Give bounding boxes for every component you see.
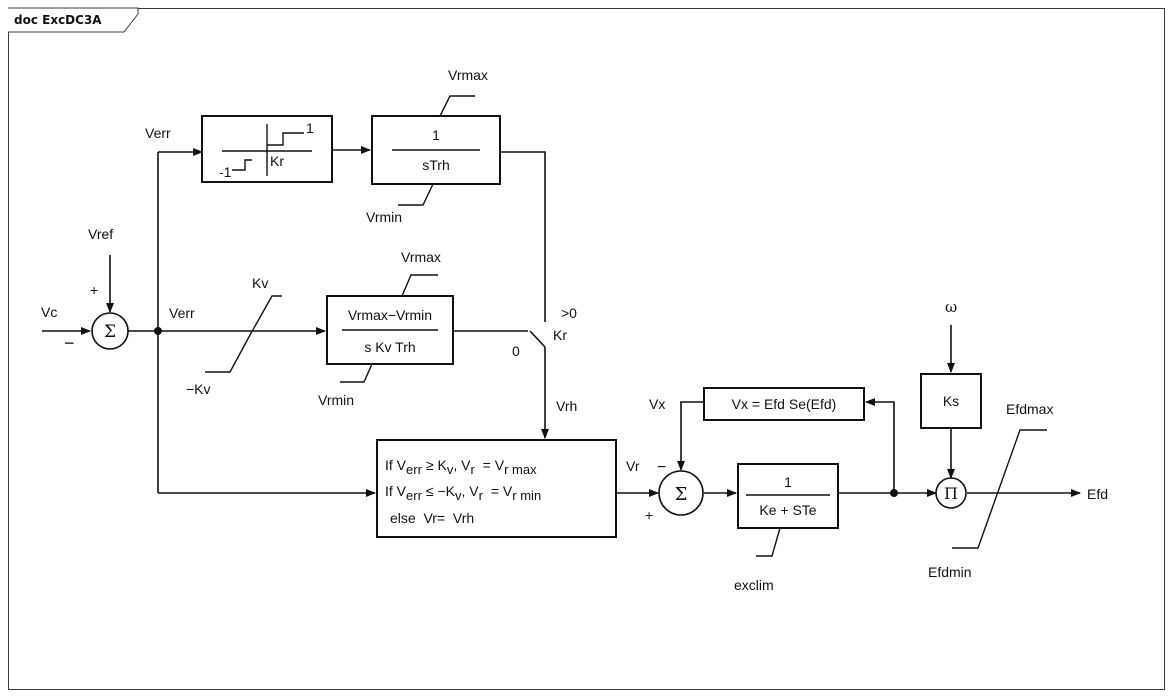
vr-minus: − bbox=[657, 459, 666, 476]
logic-block bbox=[376, 439, 617, 538]
integrator-numerator: 1 bbox=[432, 127, 440, 143]
switch-kr-label: Kr bbox=[553, 327, 567, 343]
deadband-curve-neg bbox=[232, 159, 252, 171]
exciter-numerator: 1 bbox=[784, 474, 792, 490]
integrator-lower-limit bbox=[398, 183, 434, 206]
omega-label: ω bbox=[945, 298, 957, 316]
vrh-label: Vrh bbox=[556, 398, 577, 414]
diagram-frame bbox=[8, 8, 1165, 690]
ks-block bbox=[920, 373, 982, 429]
deadband-neg-one: -1 bbox=[219, 164, 232, 180]
kv-label: Kv bbox=[252, 275, 268, 291]
verr-top-label: Verr bbox=[145, 125, 171, 141]
logic-line-2: If Verr≤ −Kv, Vr = Vr min bbox=[385, 483, 541, 503]
ks-label: Ks bbox=[943, 393, 959, 409]
wire-vx-down bbox=[677, 401, 704, 471]
summer-1 bbox=[91, 312, 129, 350]
verr-mid-label: Verr bbox=[169, 305, 195, 321]
logic-line-1: If Verr≥ Kv, Vr = Vr max bbox=[385, 457, 537, 477]
vr-plus: + bbox=[645, 507, 653, 523]
gain-denominator: s Kv Trh bbox=[364, 339, 415, 355]
deadband-one: 1 bbox=[306, 120, 314, 136]
deadband-curve-pos bbox=[267, 132, 304, 146]
switch-zero-label: 0 bbox=[512, 343, 520, 359]
efd-output-label: Efd bbox=[1087, 486, 1108, 502]
saturation-block-label: Vx = Efd Se(Efd) bbox=[732, 396, 837, 412]
gain-vrmin-label: Vrmin bbox=[318, 392, 354, 408]
integrator-upper-limit bbox=[439, 95, 475, 117]
junction-verr bbox=[154, 327, 162, 335]
gain-numerator: Vrmax−Vrmin bbox=[348, 307, 432, 323]
efd-limiter bbox=[952, 429, 1047, 549]
multiplier-pi bbox=[935, 477, 967, 509]
integrator-vrmax-label: Vrmax bbox=[448, 67, 488, 83]
saturation-block bbox=[703, 387, 865, 421]
integrator-denominator: sTrh bbox=[422, 157, 449, 173]
summer-2 bbox=[658, 470, 704, 516]
efdmin-label: Efdmin bbox=[928, 564, 972, 580]
multiplier-symbol: Π bbox=[944, 484, 958, 503]
switch-gt0-label: >0 bbox=[561, 305, 577, 321]
logic-line-3: else Vr= Vrh bbox=[390, 510, 474, 526]
gain-lower-limit bbox=[340, 363, 373, 383]
summer-2-symbol: Σ bbox=[675, 484, 688, 505]
exciter-limit bbox=[756, 527, 781, 557]
exciter-denominator: Ke + STe bbox=[759, 502, 816, 518]
exclim-label: exclim bbox=[734, 577, 774, 593]
junction-efd bbox=[890, 489, 898, 497]
vref-plus: + bbox=[90, 282, 98, 298]
efdmax-label: Efdmax bbox=[1006, 401, 1053, 417]
vr-label: Vr bbox=[626, 458, 640, 474]
vc-minus: − bbox=[64, 333, 75, 353]
gain-upper-limit bbox=[401, 274, 438, 297]
switch-blade bbox=[529, 330, 546, 348]
kv-limiter bbox=[205, 295, 282, 373]
gain-vrmax-label: Vrmax bbox=[401, 249, 441, 265]
vc-label: Vc bbox=[41, 304, 57, 320]
neg-kv-label: −Kv bbox=[186, 381, 211, 397]
vx-input-label: Vx bbox=[649, 396, 665, 412]
wire-feedback-up bbox=[865, 398, 895, 493]
summer-1-symbol: Σ bbox=[104, 322, 116, 342]
exciter-block bbox=[737, 463, 839, 529]
vref-label: Vref bbox=[88, 226, 113, 242]
wire-integrator-switch bbox=[500, 151, 546, 322]
frame-title-tab bbox=[8, 7, 139, 33]
frame-title: doc ExcDC3A bbox=[14, 13, 102, 27]
integrator-vrmin-label: Vrmin bbox=[366, 209, 402, 225]
deadband-kr: Kr bbox=[270, 153, 284, 169]
